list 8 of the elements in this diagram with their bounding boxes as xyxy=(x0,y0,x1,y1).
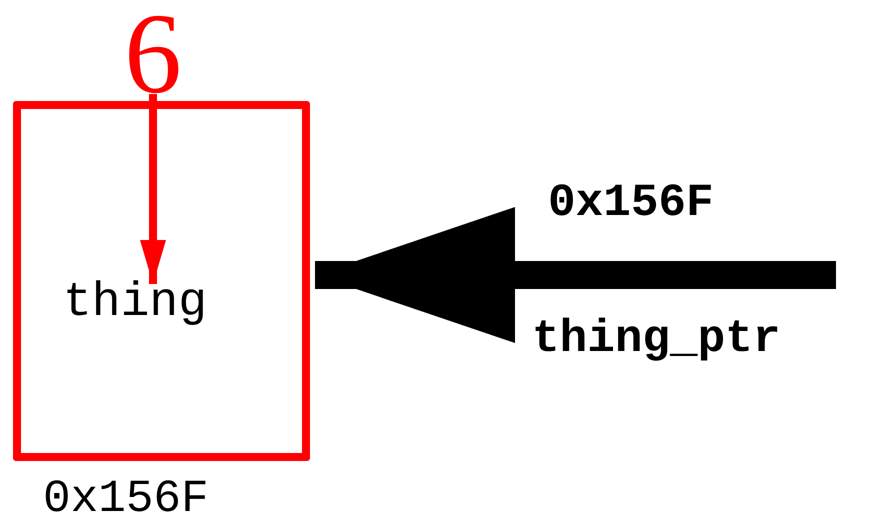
pointer-name: thing_ptr xyxy=(532,313,780,365)
memory-box xyxy=(13,101,310,461)
arrow xyxy=(315,207,836,343)
address-text: 0x156F xyxy=(43,473,209,525)
variable-name: thing xyxy=(63,276,208,330)
arrow xyxy=(140,94,166,284)
edge-label: 0x156F xyxy=(548,177,714,229)
reference-count: 6 xyxy=(113,0,193,96)
